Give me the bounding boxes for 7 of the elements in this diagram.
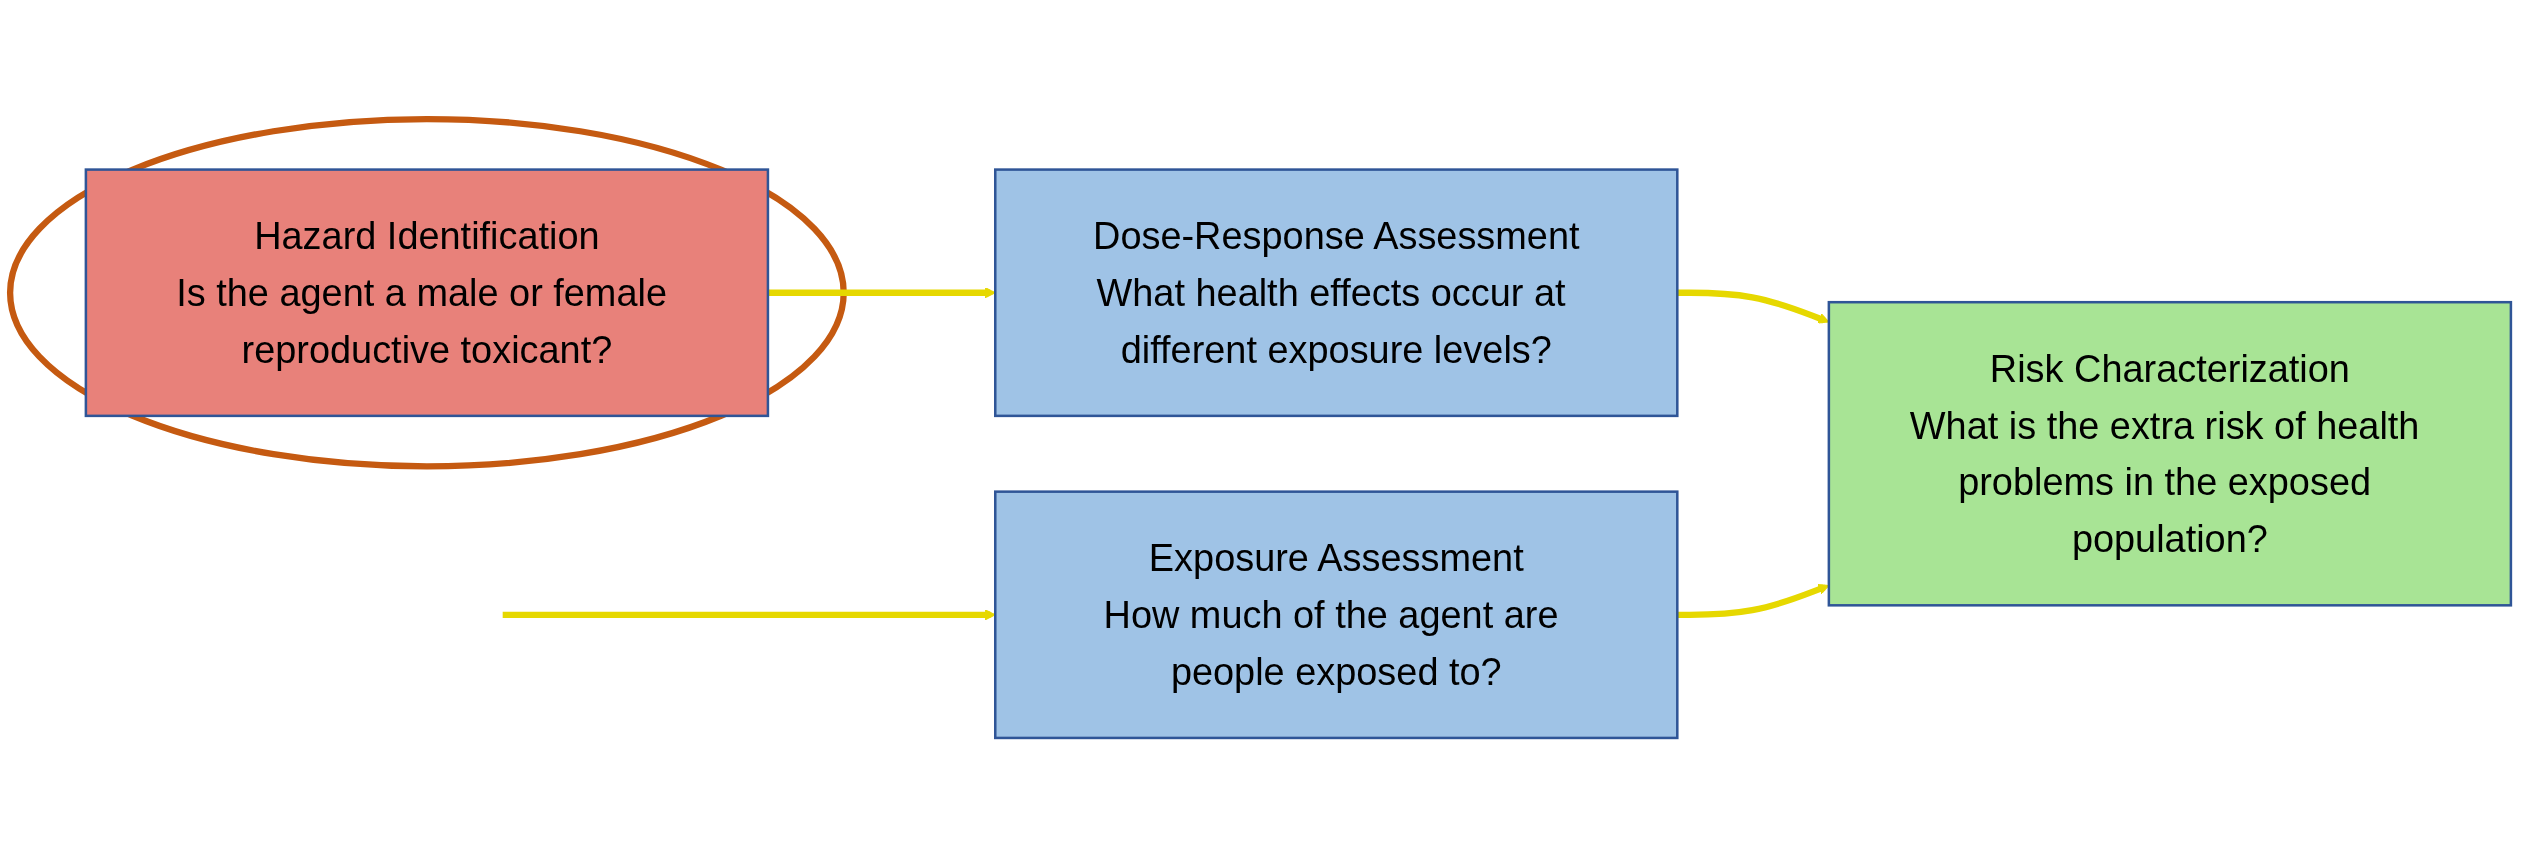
arrow [767,287,996,299]
cluster [6,115,847,470]
arrow [502,609,996,621]
node-box: Exposure Assessment How much of the agent are people exposed to? [994,490,1679,740]
node-box: Hazard Identification Is the agent a male or female reproductive toxicant? [84,168,770,418]
node-box: Risk Characterization What is the extra risk of health problems in the exposed population? [1827,300,2513,607]
node-box: Dose-Response Assessment What health effects occur at different exposure levels? [994,168,1679,418]
